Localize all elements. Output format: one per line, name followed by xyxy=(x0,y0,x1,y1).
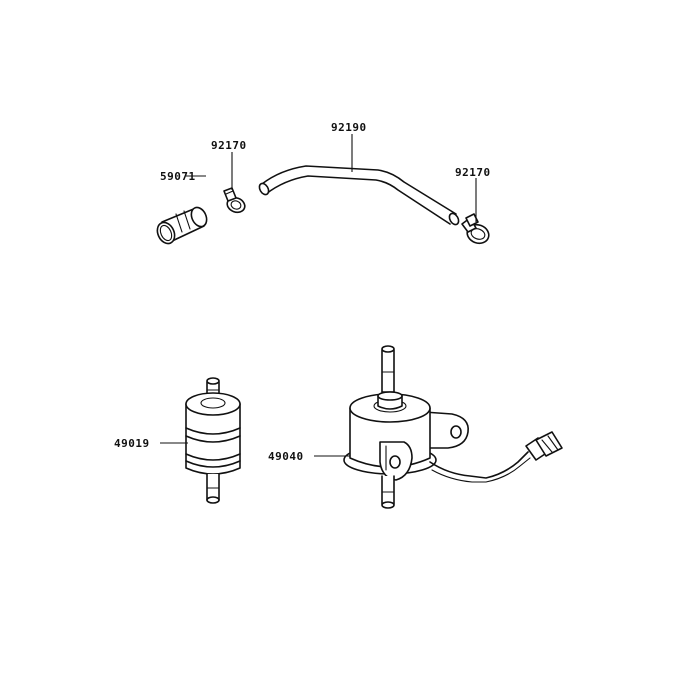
part-92190-fuel-hose[interactable] xyxy=(258,165,461,226)
part-49040-fuel-pump[interactable] xyxy=(343,345,563,509)
label-92170-right: 92170 xyxy=(455,166,491,179)
part-92170-right-clamp[interactable] xyxy=(461,213,491,246)
part-92170-left-clamp[interactable] xyxy=(223,187,247,215)
label-49019: 49019 xyxy=(114,437,150,450)
part-49019-fuel-filter[interactable] xyxy=(185,377,241,504)
part-59071-fitting[interactable] xyxy=(154,205,209,246)
label-92170-left: 92170 xyxy=(211,139,247,152)
label-49040: 49040 xyxy=(268,450,304,463)
label-59071: 59071 xyxy=(160,170,196,183)
label-92190: 92190 xyxy=(331,121,367,134)
